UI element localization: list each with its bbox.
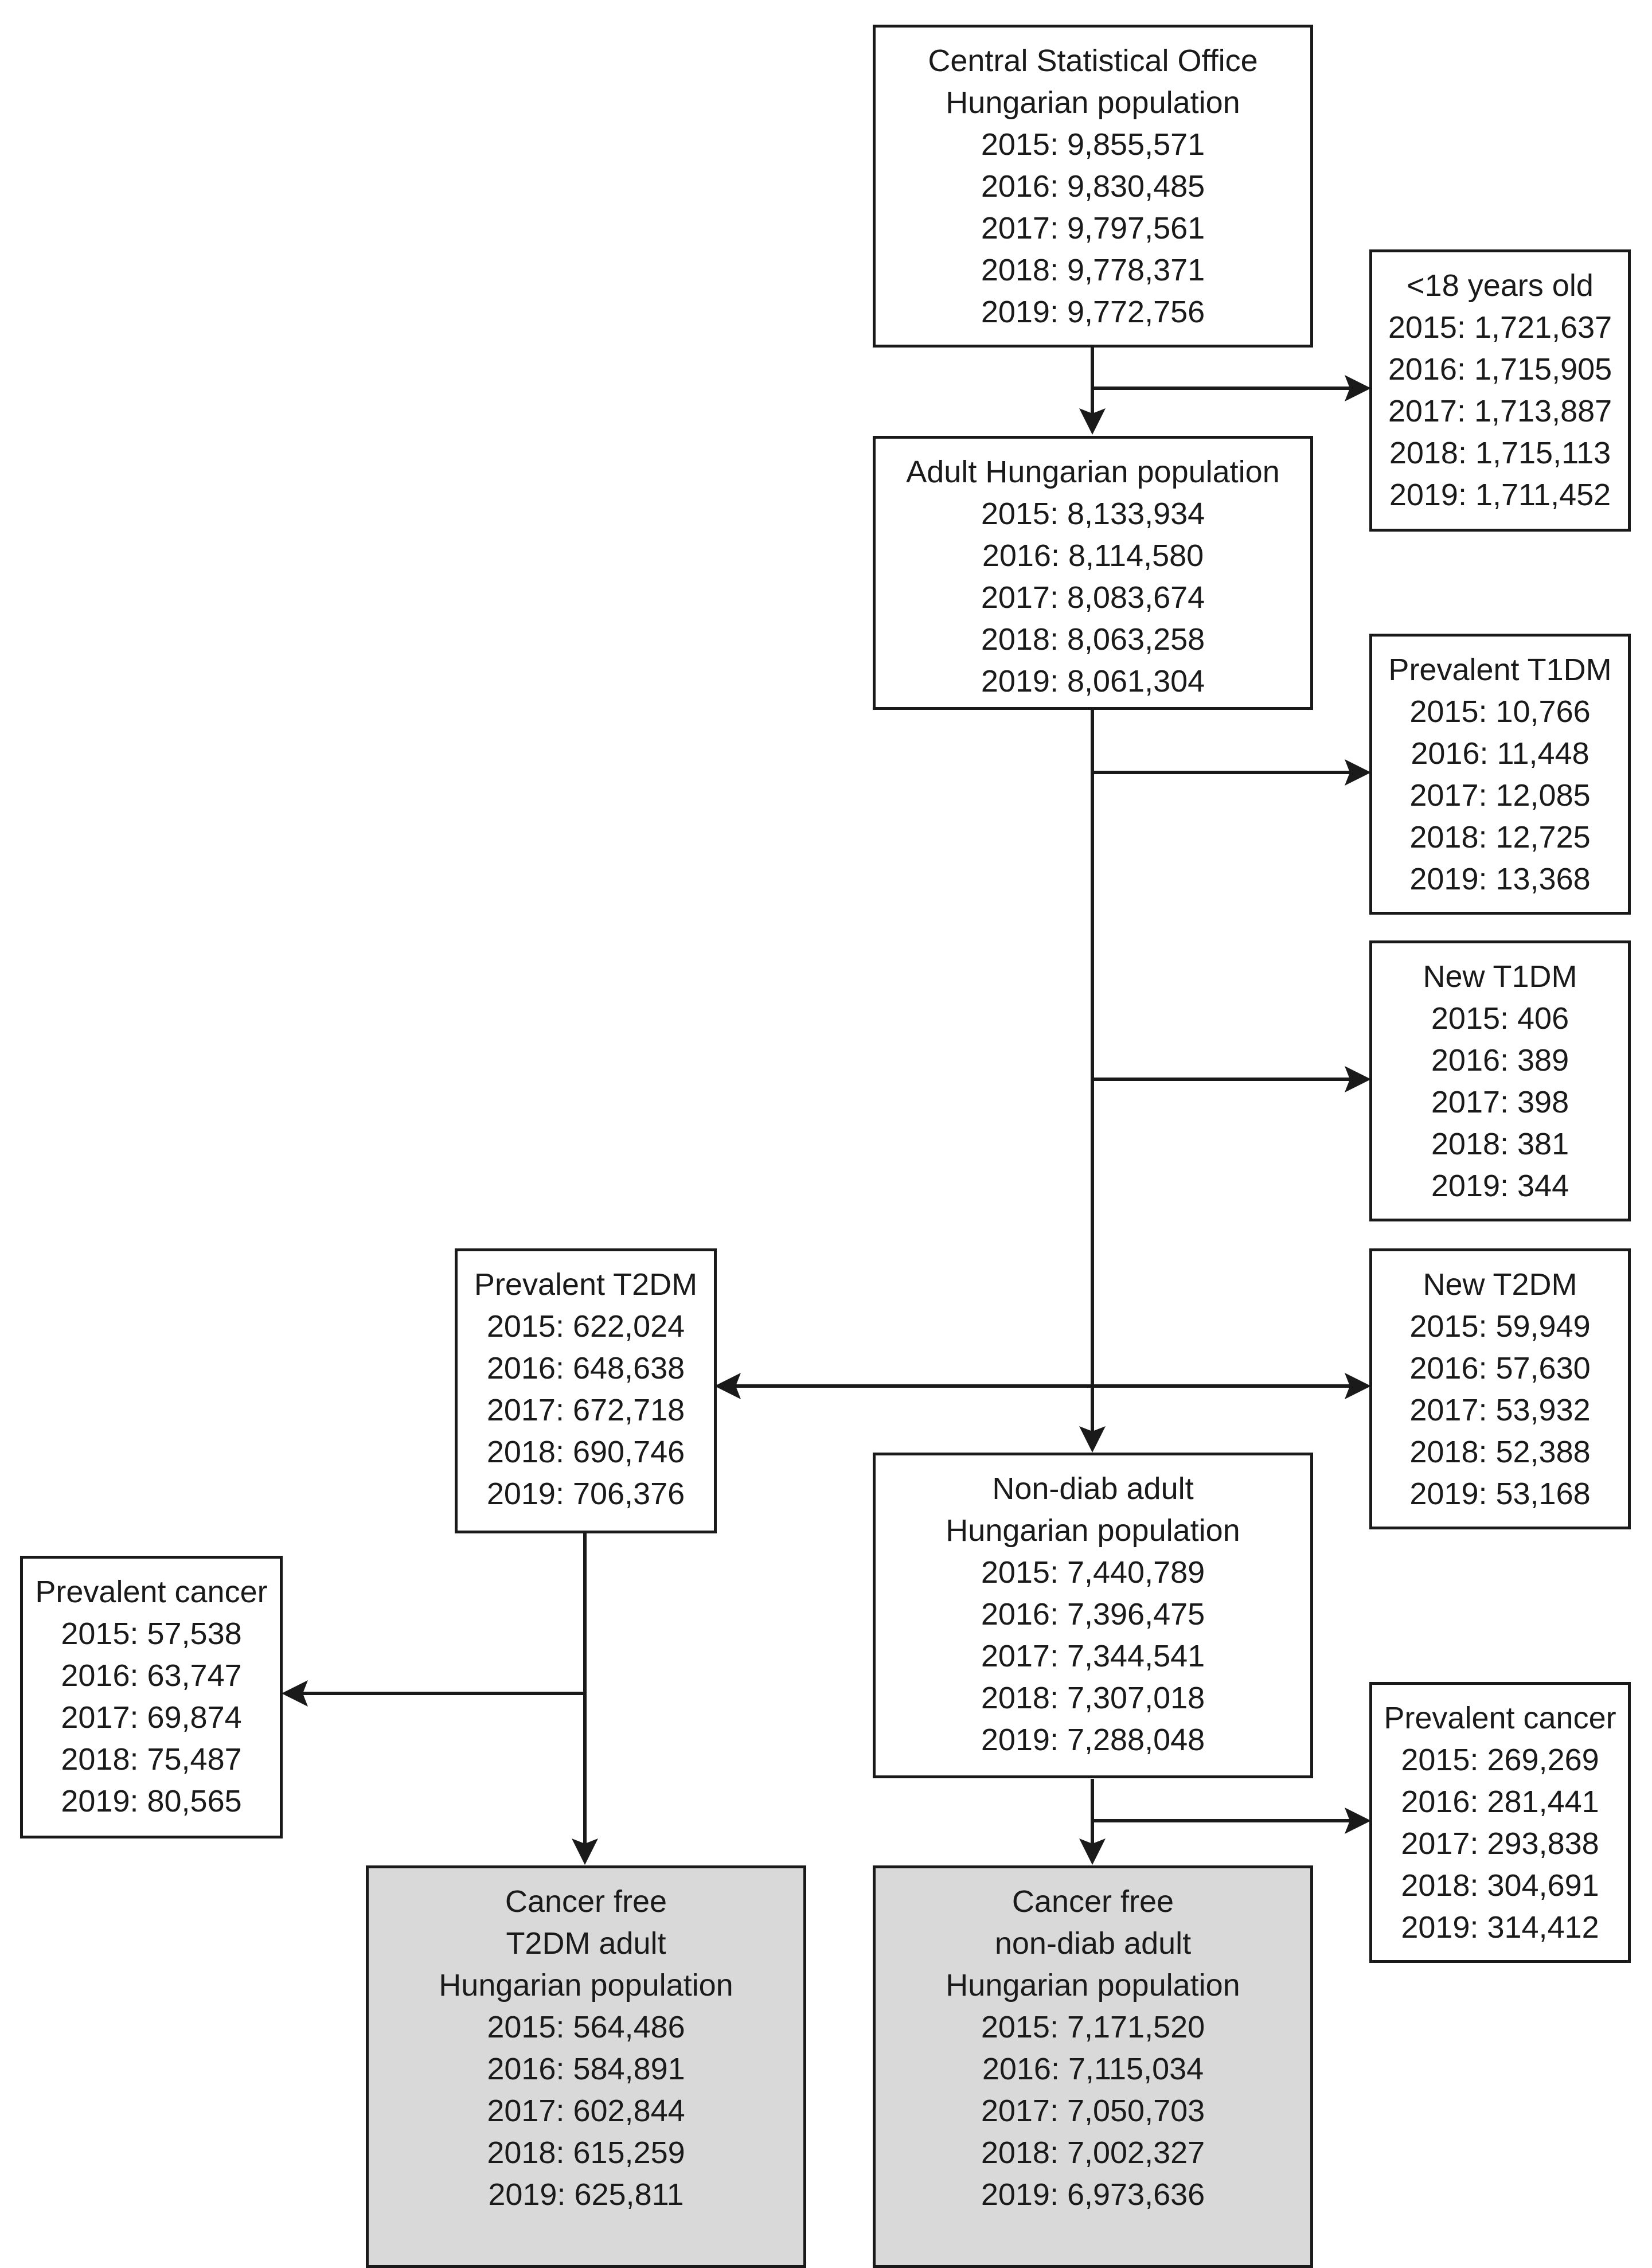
box-title-line: Adult Hungarian population xyxy=(906,455,1280,489)
year-value: 2018: 690,746 xyxy=(486,1435,685,1469)
year-value: 2017: 398 xyxy=(1431,1085,1569,1119)
box-prevalent-t1dm: Prevalent T1DM 2015: 10,766 2016: 11,448… xyxy=(1369,634,1631,915)
box-title-line: Prevalent cancer xyxy=(35,1575,268,1609)
box-title-line: T2DM adult xyxy=(506,1926,666,1961)
year-value: 2015: 1,721,637 xyxy=(1388,310,1612,345)
box-title-line: New T1DM xyxy=(1423,959,1577,994)
year-value: 2015: 57,538 xyxy=(61,1617,242,1651)
box-title-line: Central Statistical Office xyxy=(928,44,1258,78)
year-value: 2016: 281,441 xyxy=(1401,1785,1599,1819)
year-value: 2015: 269,269 xyxy=(1401,1743,1599,1777)
year-value: 2019: 706,376 xyxy=(486,1477,685,1511)
year-value: 2018: 9,778,371 xyxy=(981,253,1205,287)
box-title-line: <18 years old xyxy=(1407,268,1594,303)
box-cancer-free-t2dm: Cancer free T2DM adult Hungarian populat… xyxy=(366,1865,806,2268)
year-value: 2016: 584,891 xyxy=(487,2052,685,2086)
box-title-line: Cancer free xyxy=(1011,1884,1174,1919)
box-title-line: Hungarian population xyxy=(946,1968,1240,2002)
box-title-line: Non-diab adult xyxy=(992,1471,1194,1506)
box-title-line: New T2DM xyxy=(1423,1267,1577,1302)
year-value: 2016: 1,715,905 xyxy=(1388,352,1612,387)
box-title-line: Prevalent T1DM xyxy=(1388,653,1612,687)
year-value: 2019: 314,412 xyxy=(1401,1910,1599,1945)
box-nondiab-adult-population: Non-diab adult Hungarian population 2015… xyxy=(873,1453,1313,1778)
box-title-line: non-diab adult xyxy=(994,1926,1192,1961)
year-value: 2017: 8,083,674 xyxy=(981,580,1205,615)
year-value: 2017: 602,844 xyxy=(487,2094,685,2128)
year-value: 2015: 564,486 xyxy=(487,2010,685,2044)
year-value: 2019: 53,168 xyxy=(1409,1477,1591,1511)
year-value: 2016: 648,638 xyxy=(486,1351,685,1385)
year-value: 2016: 63,747 xyxy=(61,1658,242,1693)
year-value: 2019: 13,368 xyxy=(1409,862,1591,896)
year-value: 2015: 10,766 xyxy=(1409,694,1591,729)
year-value: 2019: 8,061,304 xyxy=(981,664,1205,698)
box-prevalent-cancer-t2dm: Prevalent cancer 2015: 57,538 2016: 63,7… xyxy=(20,1556,283,1838)
year-value: 2019: 1,711,452 xyxy=(1389,478,1611,512)
box-new-t2dm: New T2DM 2015: 59,949 2016: 57,630 2017:… xyxy=(1369,1248,1631,1529)
year-value: 2018: 1,715,113 xyxy=(1389,436,1611,470)
box-title-line: Cancer free xyxy=(505,1884,667,1919)
year-value: 2015: 8,133,934 xyxy=(981,497,1205,531)
year-value: 2018: 52,388 xyxy=(1409,1435,1591,1469)
year-value: 2015: 622,024 xyxy=(486,1309,685,1344)
year-value: 2017: 53,932 xyxy=(1409,1393,1591,1427)
year-value: 2018: 12,725 xyxy=(1409,820,1591,854)
year-value: 2019: 6,973,636 xyxy=(981,2177,1205,2212)
year-value: 2017: 293,838 xyxy=(1401,1826,1599,1861)
year-value: 2019: 7,288,048 xyxy=(981,1723,1205,1757)
year-value: 2017: 1,713,887 xyxy=(1388,394,1612,428)
year-value: 2018: 7,307,018 xyxy=(981,1681,1205,1715)
box-title-line: Hungarian population xyxy=(946,85,1240,120)
box-adult-population: Adult Hungarian population 2015: 8,133,9… xyxy=(873,436,1313,710)
year-value: 2018: 7,002,327 xyxy=(981,2136,1205,2170)
box-new-t1dm: New T1DM 2015: 406 2016: 389 2017: 398 2… xyxy=(1369,940,1631,1221)
year-value: 2017: 672,718 xyxy=(486,1393,685,1427)
year-value: 2015: 9,855,571 xyxy=(981,127,1205,162)
year-value: 2015: 59,949 xyxy=(1409,1309,1591,1344)
year-value: 2015: 406 xyxy=(1431,1001,1569,1036)
year-value: 2016: 389 xyxy=(1431,1043,1569,1078)
year-value: 2018: 381 xyxy=(1431,1127,1569,1161)
year-value: 2019: 80,565 xyxy=(61,1784,242,1818)
year-value: 2015: 7,171,520 xyxy=(981,2010,1205,2044)
box-cancer-free-nondiab: Cancer free non-diab adult Hungarian pop… xyxy=(873,1865,1313,2268)
box-title-line: Hungarian population xyxy=(946,1513,1240,1548)
year-value: 2018: 75,487 xyxy=(61,1742,242,1777)
box-title-line: Prevalent T2DM xyxy=(474,1267,698,1302)
year-value: 2016: 11,448 xyxy=(1411,736,1589,771)
year-value: 2019: 625,811 xyxy=(488,2177,684,2212)
box-under-18: <18 years old 2015: 1,721,637 2016: 1,71… xyxy=(1369,249,1631,532)
box-title-line: Hungarian population xyxy=(439,1968,733,2002)
year-value: 2016: 9,830,485 xyxy=(981,169,1205,204)
year-value: 2017: 12,085 xyxy=(1409,778,1591,813)
year-value: 2016: 8,114,580 xyxy=(982,538,1204,573)
year-value: 2019: 344 xyxy=(1431,1169,1569,1203)
box-central-statistical-office: Central Statistical Office Hungarian pop… xyxy=(873,25,1313,348)
box-prevalent-t2dm: Prevalent T2DM 2015: 622,024 2016: 648,6… xyxy=(455,1248,717,1533)
box-prevalent-cancer-nondiab: Prevalent cancer 2015: 269,269 2016: 281… xyxy=(1369,1682,1631,1963)
year-value: 2017: 69,874 xyxy=(61,1700,242,1735)
year-value: 2017: 7,050,703 xyxy=(981,2094,1205,2128)
year-value: 2017: 9,797,561 xyxy=(981,211,1205,245)
box-title-line: Prevalent cancer xyxy=(1384,1701,1616,1735)
year-value: 2018: 8,063,258 xyxy=(981,622,1205,657)
year-value: 2016: 7,115,034 xyxy=(982,2052,1204,2086)
year-value: 2017: 7,344,541 xyxy=(981,1639,1205,1673)
year-value: 2015: 7,440,789 xyxy=(981,1555,1205,1590)
year-value: 2016: 7,396,475 xyxy=(981,1597,1205,1631)
year-value: 2018: 304,691 xyxy=(1401,1868,1599,1903)
year-value: 2018: 615,259 xyxy=(487,2136,685,2170)
year-value: 2019: 9,772,756 xyxy=(981,295,1205,329)
year-value: 2016: 57,630 xyxy=(1409,1351,1591,1385)
